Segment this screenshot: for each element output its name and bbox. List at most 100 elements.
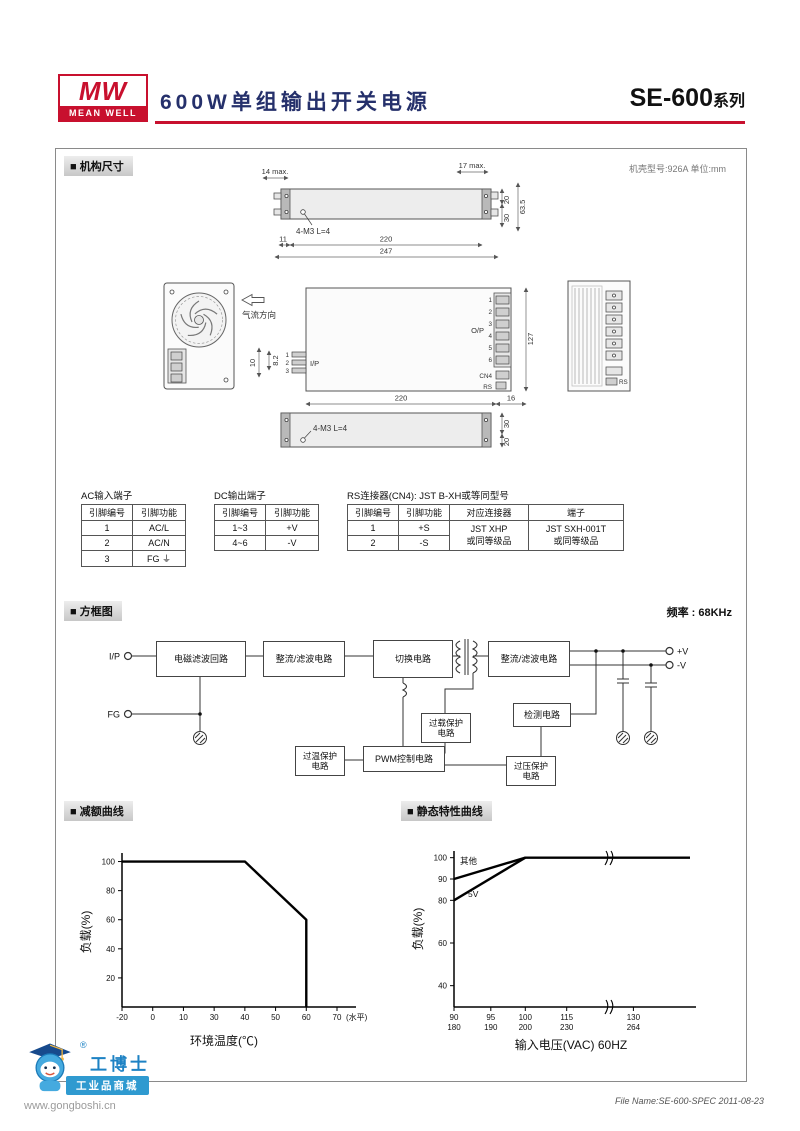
x-tick-label: 30 bbox=[210, 1013, 219, 1022]
transformer-symbol bbox=[455, 639, 478, 675]
dim-220-top: 220 bbox=[380, 235, 393, 244]
dim-220-side: 220 bbox=[395, 394, 408, 403]
x-tick-label: 70 bbox=[333, 1013, 342, 1022]
block-pwm-control: PWM控制电路 bbox=[363, 746, 445, 772]
op-label: O/P bbox=[471, 326, 484, 335]
header-cell: 引脚编号 bbox=[347, 504, 399, 521]
airflow-arrow-icon bbox=[241, 293, 265, 307]
front-view-drawing: 气流方向 10 8.2 bbox=[163, 282, 280, 390]
file-info: File Name:SE-600-SPEC 2011-08-23 bbox=[615, 1096, 764, 1106]
block-rectifier-filter-1: 整流/滤波电路 bbox=[263, 641, 345, 677]
section-mech-title: ■ 机构尺寸 bbox=[64, 156, 133, 176]
dim-127: 127 bbox=[526, 333, 535, 346]
cell: -V bbox=[265, 535, 319, 551]
y-tick-label: 80 bbox=[106, 887, 115, 896]
logo-mw-text: MW bbox=[78, 76, 128, 106]
cell: +S bbox=[398, 520, 450, 536]
dim-10: 10 bbox=[248, 359, 257, 367]
x-tick-label: 10 bbox=[179, 1013, 188, 1022]
cell: 1 bbox=[81, 520, 133, 536]
section-block-diagram-title: ■ 方框图 bbox=[64, 601, 122, 621]
block-switching: 切换电路 bbox=[373, 640, 453, 678]
y-tick-label: 60 bbox=[106, 916, 115, 925]
header-cell: 引脚功能 bbox=[398, 504, 450, 521]
section-derating-title: ■ 减额曲线 bbox=[64, 801, 133, 821]
x-tick-label-secondary: 180 bbox=[447, 1023, 461, 1032]
table-row: 1 AC/L bbox=[81, 520, 186, 536]
content-frame: ■ 机构尺寸 机壳型号:926A 单位:mm bbox=[55, 148, 747, 1082]
dim-14max: 14 max. bbox=[262, 167, 289, 176]
cell: 4~6 bbox=[214, 535, 266, 551]
header-cell: 引脚编号 bbox=[81, 504, 133, 521]
y-tick-label: 40 bbox=[106, 945, 115, 954]
dim-63-5: 63.5 bbox=[518, 200, 527, 215]
series-label: 其他 bbox=[460, 856, 478, 866]
cell: 1 bbox=[347, 520, 399, 536]
x-tick-label: 115 bbox=[560, 1013, 573, 1022]
cell: FG ⏚ bbox=[132, 550, 186, 567]
block-overvoltage-protection: 过压保护 电路 bbox=[506, 756, 556, 786]
frequency-note: 频率 : 68KHz bbox=[666, 607, 732, 619]
op-pin-4: 4 bbox=[488, 333, 492, 340]
dim-16: 16 bbox=[507, 394, 515, 403]
ip-terminal-label: I/P bbox=[109, 652, 120, 662]
ac-input-table-block: AC输入端子 引脚编号 引脚功能 1 AC/L 2 AC/N bbox=[81, 488, 186, 567]
x-tick-label: -20 bbox=[116, 1013, 128, 1022]
block-diagram: I/P +V -V bbox=[56, 619, 746, 804]
side-view-drawing: 1 2 3 I/P 1 2 3 4 5 6 O/P CN4 bbox=[285, 287, 535, 407]
page-title: 600W单组输出开关电源 bbox=[160, 91, 431, 114]
ac-input-table: 引脚编号 引脚功能 1 AC/L 2 AC/N 3 FG ⏚ bbox=[81, 504, 186, 567]
dc-output-table: 引脚编号 引脚功能 1~3 +V 4~6 -V bbox=[214, 504, 319, 551]
dim-17max: 17 max. bbox=[459, 161, 486, 170]
block-emi-filter: 电磁滤波回路 bbox=[156, 641, 246, 677]
op-pin-1: 1 bbox=[488, 297, 492, 304]
block-overtemp-protection: 过温保护 电路 bbox=[295, 746, 345, 776]
vminus-terminal-label: -V bbox=[677, 661, 686, 671]
dc-output-table-block: DC输出端子 引脚编号 引脚功能 1~3 +V 4~6 -V bbox=[214, 488, 319, 551]
curve-0 bbox=[122, 860, 308, 1007]
series-label: 5V bbox=[468, 889, 479, 899]
section-static-title: ■ 静态特性曲线 bbox=[401, 801, 492, 821]
header-cell: 引脚功能 bbox=[132, 504, 186, 521]
y-tick-label: 60 bbox=[438, 939, 447, 948]
dim-30-bottom: 30 bbox=[502, 420, 511, 428]
x-tick-label: 0 bbox=[150, 1013, 155, 1022]
table-row: 4~6 -V bbox=[214, 535, 319, 551]
series-title: SE-600 系列 bbox=[630, 84, 745, 113]
rs-table-title: RS连接器(CN4): JST B-XH或等同型号 bbox=[347, 491, 509, 502]
cell: AC/L bbox=[132, 520, 186, 536]
dim-20: 20 bbox=[502, 196, 511, 204]
x-tick-label-secondary: 200 bbox=[519, 1023, 533, 1032]
cell: 3 bbox=[81, 550, 133, 567]
cell: 1~3 bbox=[214, 520, 266, 536]
ac-table-title: AC输入端子 bbox=[81, 491, 133, 502]
dim-11: 11 bbox=[279, 235, 287, 244]
series-name: SE-600 bbox=[629, 84, 713, 112]
vplus-terminal-label: +V bbox=[677, 647, 688, 657]
table-row: 3 FG ⏚ bbox=[81, 550, 186, 567]
x-tick-label-secondary: 264 bbox=[627, 1023, 641, 1032]
op-pin-3: 3 bbox=[488, 321, 492, 328]
y-axis-title: 负载(%) bbox=[79, 911, 93, 954]
block-rectifier-filter-2: 整流/滤波电路 bbox=[488, 641, 570, 677]
x-tick-label: 60 bbox=[302, 1013, 311, 1022]
y-tick-label: 40 bbox=[438, 982, 447, 991]
x-tick-label: 95 bbox=[486, 1013, 495, 1022]
x-axis-title: 环境温度(℃) bbox=[190, 1033, 258, 1048]
y-tick-label: 20 bbox=[106, 974, 115, 983]
gongboshi-tagline: 工业品商城 bbox=[66, 1076, 149, 1095]
rs-label-rear: RS bbox=[619, 379, 628, 386]
x-axis-title: 输入电压(VAC) 60HZ bbox=[515, 1037, 627, 1052]
cell: AC/N bbox=[132, 535, 186, 551]
rs-label-side: RS bbox=[483, 384, 492, 391]
ip-pin-2: 2 bbox=[285, 360, 289, 367]
header-cell: 端子 bbox=[528, 504, 624, 521]
ip-pin-1: 1 bbox=[285, 352, 289, 359]
gongboshi-mascot bbox=[29, 1043, 71, 1092]
registered-mark: ® bbox=[80, 1040, 87, 1050]
op-pin-2: 2 bbox=[488, 309, 492, 316]
cell: 2 bbox=[81, 535, 133, 551]
